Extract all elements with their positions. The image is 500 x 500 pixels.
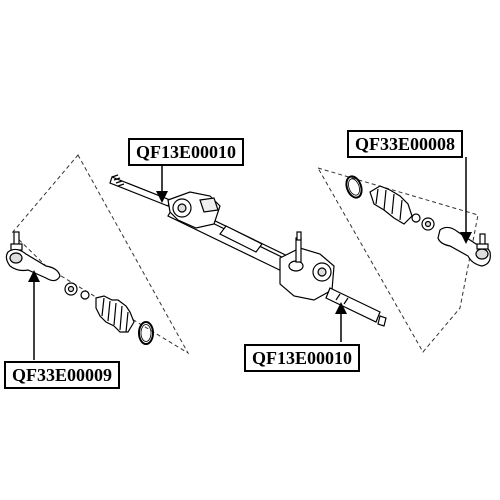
part-number-tie-rod-end-left[interactable]: QF33E00009 [4, 361, 121, 389]
left-clamp-ring [138, 321, 154, 345]
part-number-tie-rod-end-right[interactable]: QF33E00008 [347, 130, 464, 158]
right-tie-rod-end [437, 226, 491, 267]
part-number-rack-top[interactable]: QF13E00010 [128, 138, 245, 166]
right-clamp-ring [345, 175, 363, 199]
steering-rack-body [109, 174, 387, 327]
left-nut [64, 282, 90, 300]
left-tie-rod-end [5, 231, 61, 282]
right-dashed-guide [316, 167, 479, 353]
left-boot [95, 295, 135, 333]
right-nut [411, 213, 435, 231]
part-number-rack-bottom[interactable]: QF13E00010 [244, 344, 361, 372]
right-boot [369, 185, 413, 225]
